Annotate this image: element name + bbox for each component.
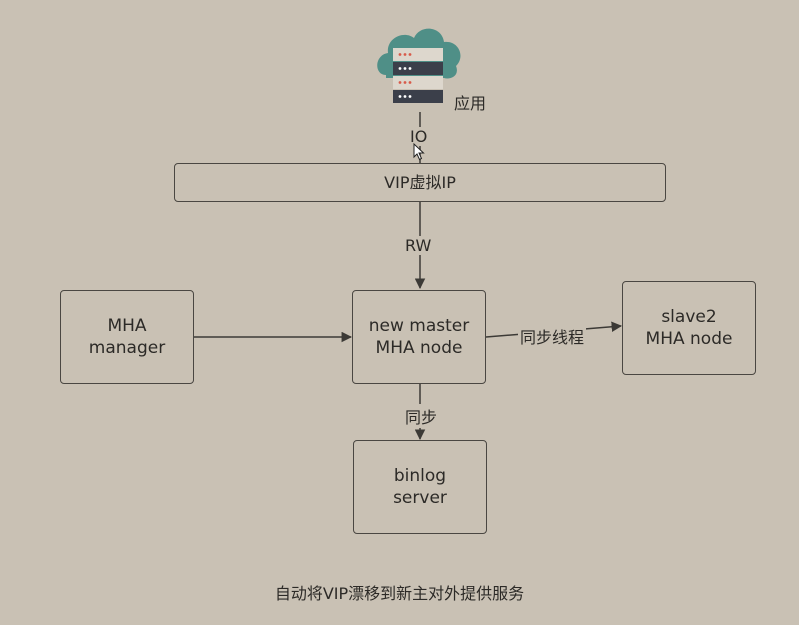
sync-thread-label: 同步线程	[518, 324, 587, 348]
slave2-line2: MHA node	[645, 329, 733, 349]
new-master-line2: MHA node	[375, 338, 463, 358]
app-label: 应用	[454, 94, 487, 113]
vip-box[interactable]: VIP虚拟IP	[174, 163, 666, 202]
new-master-box[interactable]: new master MHA node	[352, 290, 486, 384]
diagram-caption: 自动将VIP漂移到新主对外提供服务	[274, 584, 525, 603]
mouse-cursor-icon	[413, 143, 425, 161]
mha-manager-box[interactable]: MHA manager	[60, 290, 194, 384]
slave2-line1: slave2	[661, 307, 717, 327]
binlog-line2: server	[393, 488, 447, 508]
mha-manager-line2: manager	[88, 338, 166, 358]
vip-label: VIP虚拟IP	[384, 172, 456, 192]
mha-manager-line1: MHA	[107, 316, 147, 336]
new-master-line1: new master	[368, 316, 470, 336]
binlog-line1: binlog	[393, 466, 447, 486]
io-label: IO	[408, 127, 430, 146]
binlog-server-box[interactable]: binlog server	[353, 440, 487, 534]
sync-label: 同步	[403, 404, 440, 428]
cloud-server-icon	[377, 28, 461, 103]
rw-label: RW	[403, 236, 434, 255]
slave2-box[interactable]: slave2 MHA node	[622, 281, 756, 375]
